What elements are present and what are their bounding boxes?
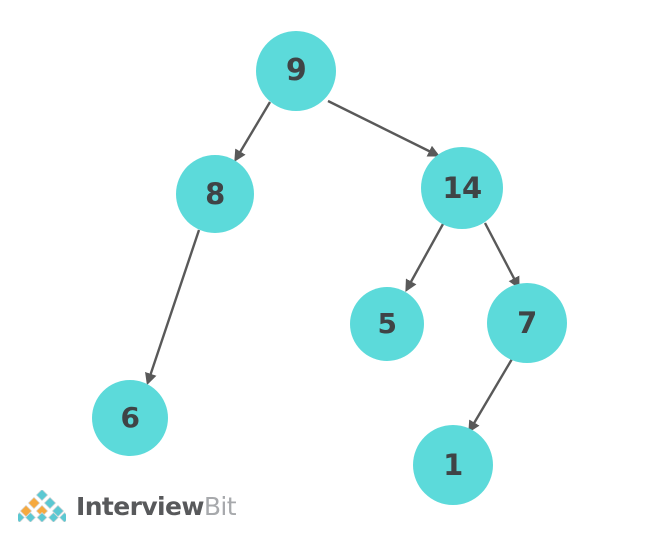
tree-node-8[interactable]: 8 bbox=[176, 155, 254, 233]
brand-wordmark: InterviewBit bbox=[76, 491, 237, 521]
edge-14-to-5 bbox=[405, 223, 445, 292]
tree-node-label: 9 bbox=[285, 53, 307, 88]
edge-9-to-14 bbox=[327, 99, 441, 157]
edge-7-to-1 bbox=[468, 358, 514, 433]
edge-layer bbox=[145, 99, 520, 433]
edge-8-to-6 bbox=[145, 229, 201, 386]
tree-node-label: 1 bbox=[443, 447, 463, 482]
tree-node-label: 7 bbox=[517, 305, 537, 340]
tree-node-label: 14 bbox=[442, 170, 482, 205]
edge-14-to-7 bbox=[483, 222, 520, 289]
brand-name-secondary: Bit bbox=[203, 491, 237, 521]
tree-node-label: 8 bbox=[205, 176, 225, 211]
tree-node-label: 5 bbox=[377, 307, 397, 340]
tree-node-7[interactable]: 7 bbox=[487, 283, 567, 363]
edge-9-to-8 bbox=[234, 101, 272, 162]
tree-node-label: 6 bbox=[120, 401, 140, 434]
brand-name-primary: Interview bbox=[76, 491, 204, 521]
tree-node-9[interactable]: 9 bbox=[256, 31, 336, 111]
interviewbit-logo: InterviewBit bbox=[18, 490, 237, 522]
tree-node-6[interactable]: 6 bbox=[92, 380, 168, 456]
diamond-pyramid-logo-icon bbox=[18, 490, 66, 522]
tree-node-1[interactable]: 1 bbox=[413, 425, 493, 505]
tree-node-14[interactable]: 14 bbox=[421, 147, 503, 229]
tree-node-5[interactable]: 5 bbox=[350, 287, 424, 361]
